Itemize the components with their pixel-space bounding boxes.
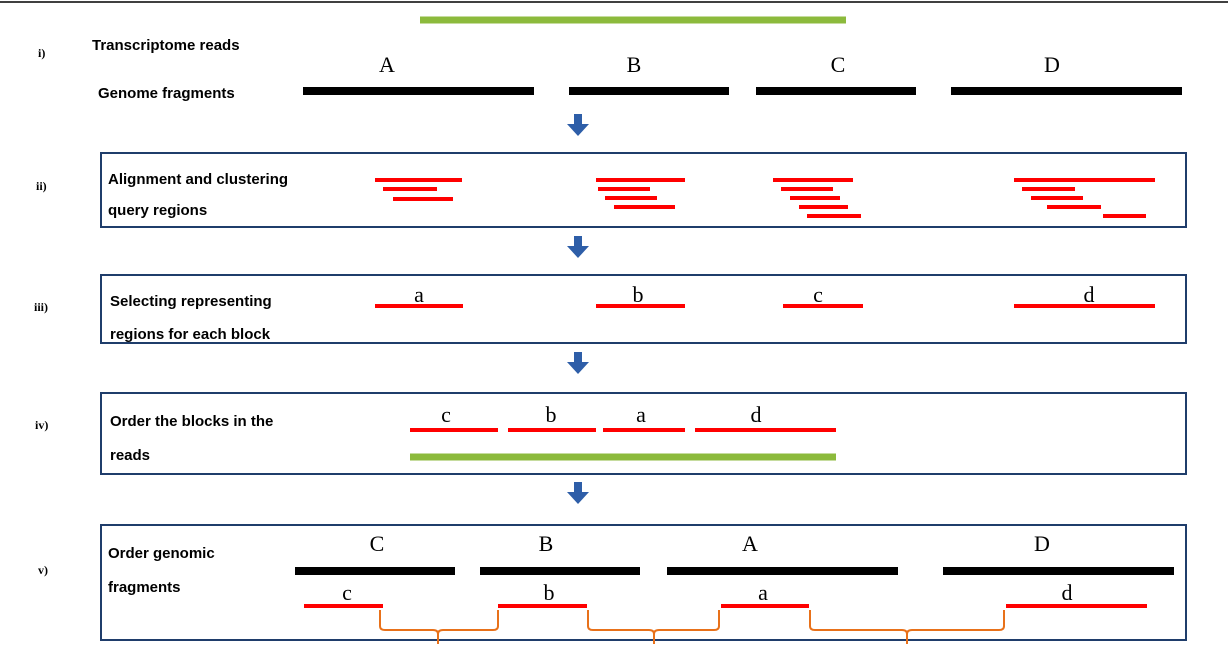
step-ii: ii) Alignment and clustering query regio… xyxy=(36,152,1187,228)
step-iv-number: iv) xyxy=(35,418,48,432)
step-iv-label-line2: reads xyxy=(110,447,150,464)
ordered-block-letter-a: a xyxy=(636,402,646,427)
fragment-letter-b: B xyxy=(627,52,642,77)
step-v-box xyxy=(100,524,1187,641)
aligned-region-cluster-b xyxy=(596,178,685,209)
step-i-number: i) xyxy=(38,46,45,60)
fragment-letter-d: D xyxy=(1044,52,1060,77)
step-iii-label-line1: Selecting representing xyxy=(110,293,272,310)
step-v: v) Order genomic fragments C B A D c b a… xyxy=(38,524,1187,644)
ordered-fragment-letter-b: B xyxy=(539,531,554,556)
ordered-fragment-letter-a: A xyxy=(742,531,758,556)
ordered-fragment-letter-c: C xyxy=(370,531,385,556)
mapped-region-letter-b: b xyxy=(544,580,555,605)
step-v-label-line1: Order genomic xyxy=(108,545,215,562)
step-ii-box xyxy=(100,152,1187,228)
aligned-region-cluster-d xyxy=(1014,178,1155,218)
step-ii-label-line2: query regions xyxy=(108,202,207,219)
step-iii-box xyxy=(100,274,1187,344)
connection-brace xyxy=(587,610,720,644)
step-ii-label-line1: Alignment and clustering xyxy=(108,171,288,188)
block-letter-a: a xyxy=(414,282,424,307)
connection-brace xyxy=(809,610,1005,644)
step-v-label-line2: fragments xyxy=(108,579,181,596)
step-iv-label-line1: Order the blocks in the xyxy=(110,413,273,430)
step-v-number: v) xyxy=(38,563,48,577)
step-iii: iii) Selecting representing regions for … xyxy=(34,274,1187,344)
connection-brace xyxy=(379,610,499,644)
ordered-fragment-letter-d: D xyxy=(1034,531,1050,556)
fragment-letter-a: A xyxy=(379,52,395,77)
step-iv: iv) Order the blocks in the reads c b a … xyxy=(35,392,1187,475)
step-ii-number: ii) xyxy=(36,179,47,193)
genome-fragments-label: Genome fragments xyxy=(98,85,235,102)
step-i: i) Transcriptome reads Genome fragments … xyxy=(38,16,1182,102)
ordered-block-letter-b: b xyxy=(546,402,557,427)
block-letter-b: b xyxy=(633,282,644,307)
step-iv-box xyxy=(100,392,1187,475)
aligned-region-cluster-c xyxy=(773,178,861,218)
mapped-region-letter-d: d xyxy=(1062,580,1073,605)
down-arrow-icon xyxy=(567,236,589,258)
fragment-letter-c: C xyxy=(831,52,846,77)
step-iii-number: iii) xyxy=(34,300,48,314)
step-iii-label-line2: regions for each block xyxy=(110,326,271,343)
aligned-region-cluster-a xyxy=(375,178,462,201)
ordered-block-letter-c: c xyxy=(441,402,451,427)
transcriptome-reads-label: Transcriptome reads xyxy=(92,37,240,54)
ordered-block-letter-d: d xyxy=(751,402,762,427)
block-letter-d: d xyxy=(1084,282,1095,307)
down-arrow-icon xyxy=(567,352,589,374)
down-arrow-icon xyxy=(567,114,589,136)
down-arrow-icon xyxy=(567,482,589,504)
mapped-region-letter-a: a xyxy=(758,580,768,605)
mapped-region-letter-c: c xyxy=(342,580,352,605)
block-letter-c: c xyxy=(813,282,823,307)
